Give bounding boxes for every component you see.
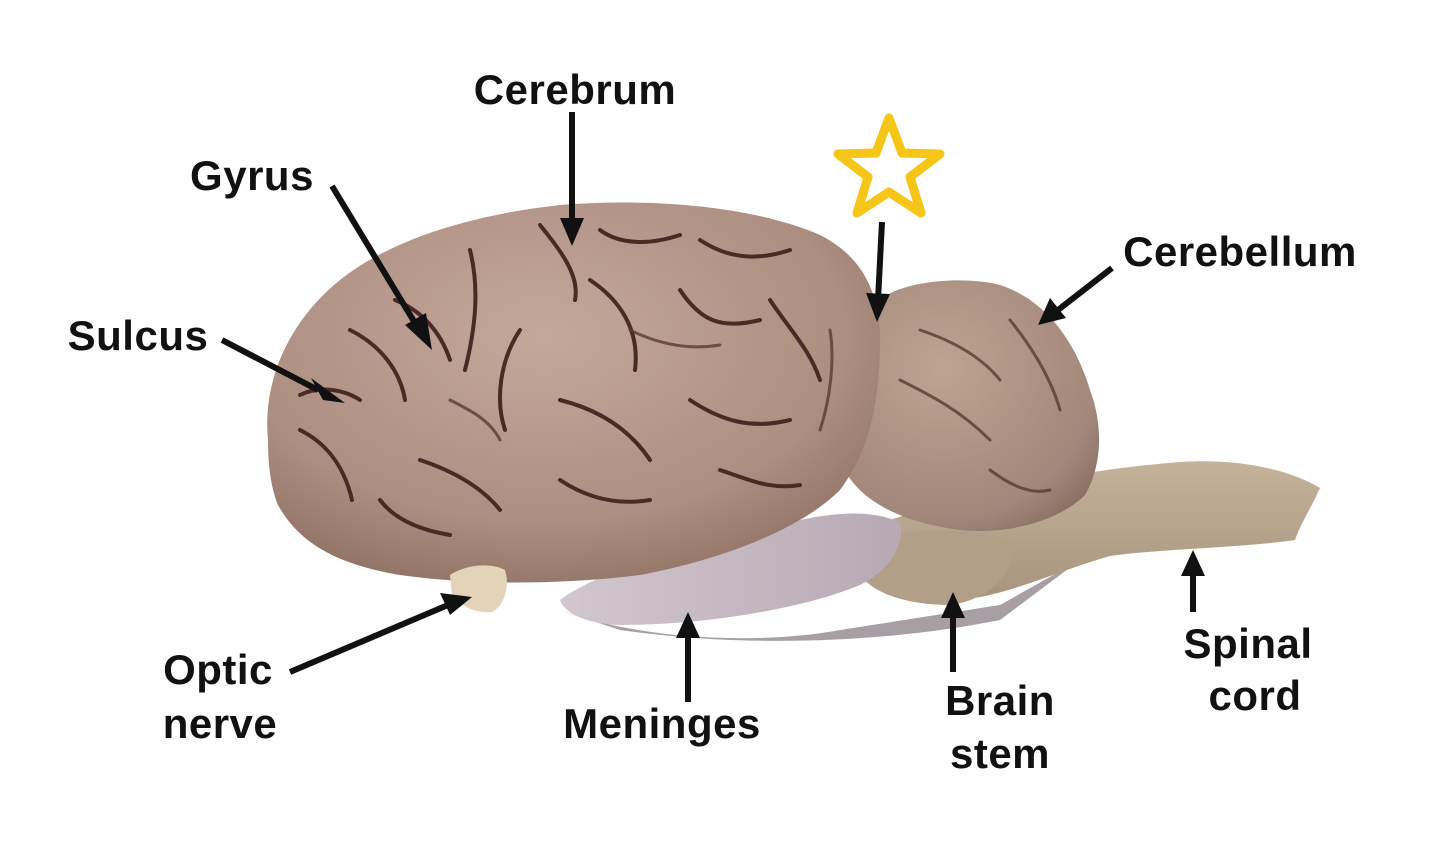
labels: Cerebrum Gyrus Sulcus Cerebellum Optic n… bbox=[68, 66, 1357, 777]
star-outline-icon bbox=[833, 113, 945, 218]
label-sulcus: Sulcus bbox=[68, 312, 209, 359]
pointer-arrows bbox=[220, 112, 1205, 702]
gyrus-arrow bbox=[329, 184, 432, 350]
label-spinal-cord-line2: cord bbox=[1208, 672, 1301, 719]
label-spinal-cord-line1: Spinal bbox=[1183, 620, 1312, 667]
label-optic-nerve-line1: Optic bbox=[163, 646, 273, 693]
label-brain-stem-line2: stem bbox=[950, 730, 1050, 777]
label-cerebrum: Cerebrum bbox=[474, 66, 676, 113]
cerebrum-sulci bbox=[298, 223, 834, 537]
label-optic-nerve-line2: nerve bbox=[163, 700, 278, 747]
sulcus-arrow bbox=[220, 337, 345, 403]
cerebrum-tissue bbox=[267, 202, 880, 583]
label-meninges: Meninges bbox=[563, 700, 761, 747]
cerebellum-tissue bbox=[837, 280, 1100, 531]
label-cerebellum: Cerebellum bbox=[1123, 228, 1357, 275]
cerebellum-folia bbox=[898, 318, 1062, 493]
cerebellum-arrow bbox=[1038, 265, 1114, 325]
brain-stem-tissue bbox=[860, 530, 1012, 605]
star-arrow bbox=[866, 221, 890, 322]
cerebrum-arrow bbox=[560, 112, 584, 246]
optic-nerve-arrow bbox=[288, 593, 472, 675]
meninges-arrow bbox=[676, 612, 700, 702]
spinal-cord-arrow bbox=[1181, 550, 1205, 612]
brain-stem-arrow bbox=[941, 592, 965, 672]
brain-specimen bbox=[267, 202, 1320, 641]
label-brain-stem-line1: Brain bbox=[945, 677, 1055, 724]
label-gyrus: Gyrus bbox=[190, 152, 314, 199]
meninges-tissue bbox=[560, 513, 901, 625]
